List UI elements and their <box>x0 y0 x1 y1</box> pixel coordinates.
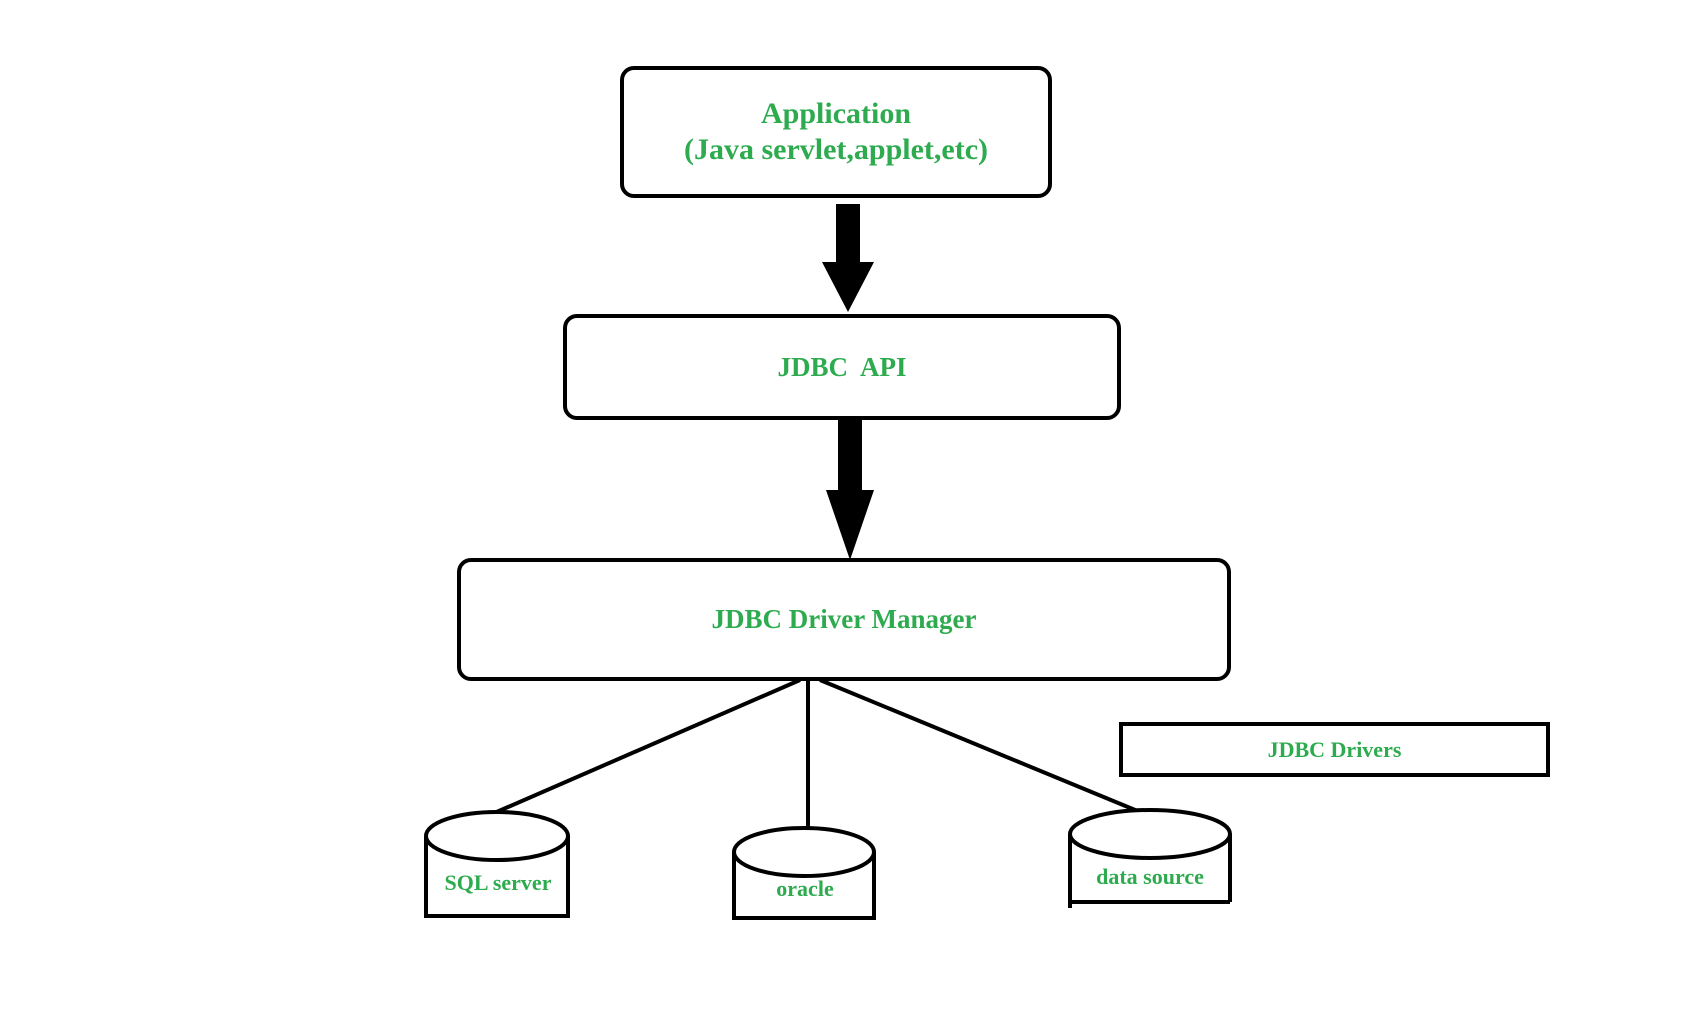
connector-data-source <box>819 678 1141 814</box>
jdbc-api-box: JDBC API <box>563 314 1121 420</box>
application-title: Application <box>760 97 912 130</box>
jdbc-drivers-box: JDBC Drivers <box>1119 722 1550 777</box>
database-cylinder-sql-server <box>424 810 570 918</box>
jdbc-api-label: JDBC API <box>777 351 907 382</box>
connector-sql-server <box>491 678 801 816</box>
database-label-data-source: data source <box>1096 864 1204 889</box>
application-subtitle: (Java servlet,applet,etc) <box>683 133 989 166</box>
database-label-oracle: oracle <box>776 876 834 901</box>
database-cylinder-data-source <box>1068 808 1232 908</box>
database-cylinder-oracle <box>732 826 876 920</box>
database-label-sql-server: SQL server <box>444 870 552 895</box>
driver-manager-box: JDBC Driver Manager <box>457 558 1231 681</box>
jdbc-drivers-label: JDBC Drivers <box>1267 736 1402 762</box>
driver-manager-label: JDBC Driver Manager <box>711 604 977 634</box>
arrow-app-to-api <box>822 204 874 312</box>
arrow-api-to-driver-manager <box>826 420 874 560</box>
application-box: Application (Java servlet,applet,etc) <box>620 66 1052 198</box>
